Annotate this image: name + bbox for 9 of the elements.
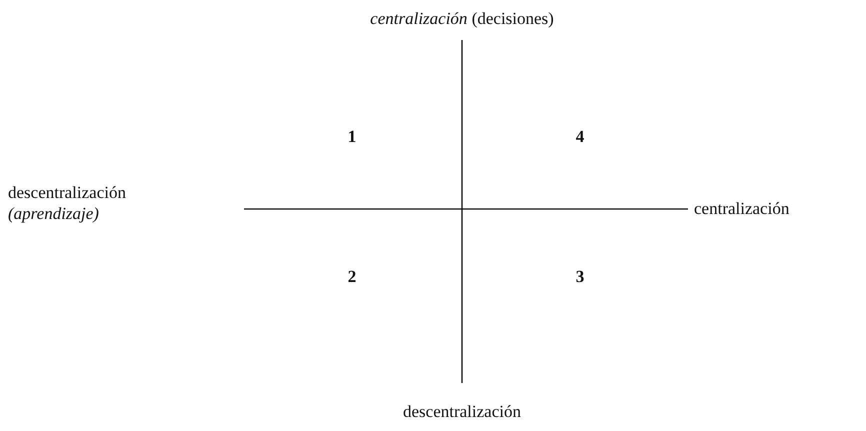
axis-label: centralización: [694, 200, 790, 217]
axis-label: descentralización: [8, 184, 126, 201]
quadrant-number: 1: [348, 128, 356, 145]
axis-label: descentralización: [403, 403, 521, 420]
axis-label: (aprendizaje): [8, 205, 99, 222]
quadrant-number: 4: [576, 128, 584, 145]
quadrant-number: 3: [576, 268, 584, 285]
axis-label: centralización (decisiones): [370, 10, 554, 27]
quadrant-number: 2: [348, 268, 356, 285]
